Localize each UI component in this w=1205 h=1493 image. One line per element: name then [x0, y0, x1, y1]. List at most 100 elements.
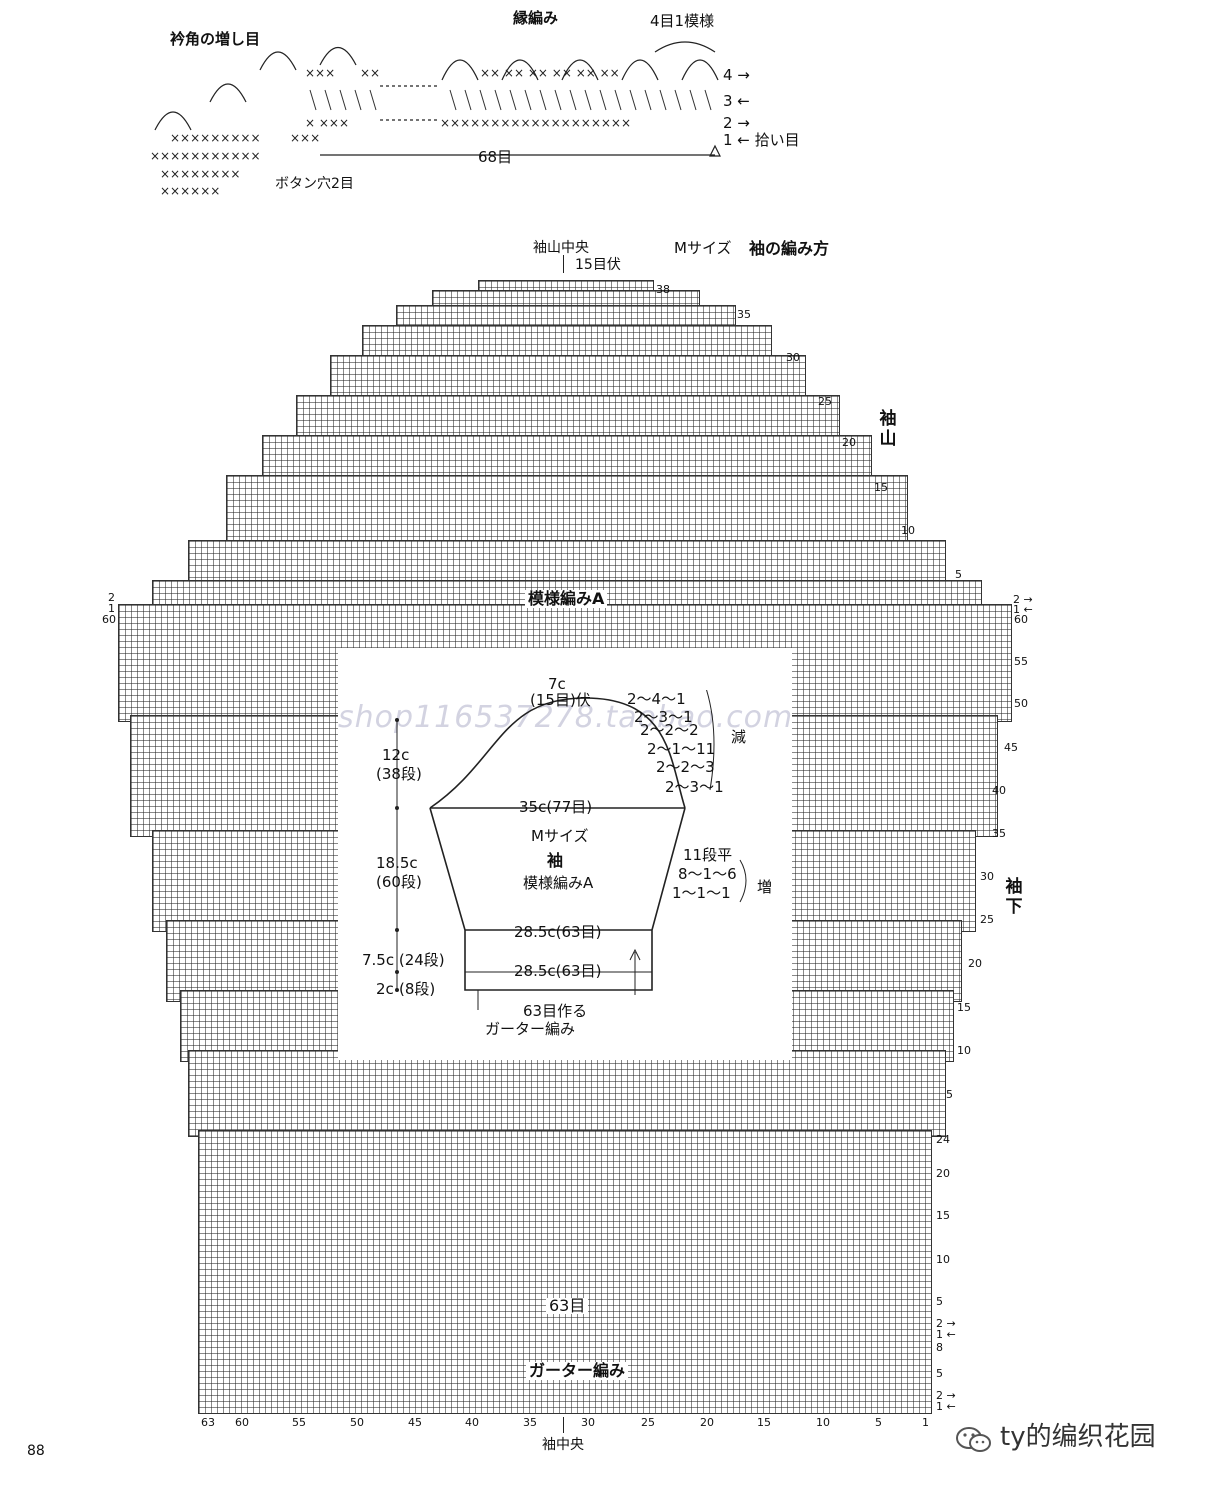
dec-step-6: 2～3～1 — [665, 778, 724, 796]
cuff-row-5: 5 — [936, 1367, 943, 1380]
schematic-top-width: 7c — [548, 675, 566, 693]
inc-step-2: 8～1～6 — [678, 865, 737, 883]
lower-width: 28.5c(63目) — [514, 923, 602, 941]
edge-row-2: 2 → — [723, 114, 750, 132]
dec-step-1: 2～4～1 — [627, 690, 686, 708]
schematic-panel — [338, 648, 792, 1060]
underarm-label: 袖下 — [1005, 877, 1023, 917]
body-row-50: 50 — [1014, 697, 1028, 710]
sleeve-title: 袖の編み方 — [749, 239, 830, 258]
schematic-pattern: 模様編みA — [523, 874, 594, 892]
cuff-width: 28.5c(63目) — [514, 962, 602, 980]
svg-text:×××××××××××××××××××: ××××××××××××××××××× — [440, 116, 631, 130]
svg-text:×× ×× ×× ×× ×× ××: ×× ×× ×× ×× ×× ×× — [480, 66, 620, 80]
cap-row-30: 30 — [786, 351, 800, 364]
lower-row-10: 10 — [936, 1253, 950, 1266]
cuff-rows: (8段) — [399, 980, 436, 998]
left-row-60: 60 — [102, 613, 116, 626]
dec-step-5: 2～2～3 — [656, 758, 715, 776]
left-row-2: 2 — [108, 591, 115, 604]
stitch-25: 25 — [641, 1416, 655, 1429]
center-arrow-top — [563, 255, 564, 273]
stitch-30: 30 — [581, 1416, 595, 1429]
stitch-63: 63 — [201, 1416, 215, 1429]
lower-height: 7.5c (24段) — [362, 951, 445, 969]
lower-row-15: 15 — [936, 1209, 950, 1222]
cast-on-label: 63目作る — [523, 1002, 588, 1020]
stitch-40: 40 — [465, 1416, 479, 1429]
inc-label: 増 — [757, 878, 773, 896]
garter-label: ガーター編み — [526, 1362, 629, 1380]
stitch-35: 35 — [523, 1416, 537, 1429]
stitch-15: 15 — [757, 1416, 771, 1429]
body-height: 18.5c — [376, 854, 418, 872]
repeat-label: 4目1模様 — [650, 12, 715, 30]
cap-row-25: 25 — [818, 395, 832, 408]
schematic-width: 35c(77目) — [519, 798, 593, 816]
edge-row-3: 3 ← — [723, 92, 750, 110]
edge-row-1: 1 ← 拾い目 — [723, 131, 800, 149]
row-arrow-1-cuff: 1 ← — [936, 1400, 956, 1413]
svg-text:××××××: ×××××× — [160, 184, 220, 198]
row-arrow-2: 2 → — [1013, 593, 1033, 606]
body-row-55: 55 — [1014, 655, 1028, 668]
schematic-top-bind: (15目)伏 — [530, 691, 591, 709]
edging-symbol-chart: ××××× ×× ×× ×× ×× ×× ×× × ××× ××××××××××… — [150, 41, 721, 198]
garter-schematic-label: ガーター編み — [485, 1020, 576, 1038]
body-row-30: 30 — [980, 870, 994, 883]
sleeve-schematic-outline — [395, 690, 747, 1010]
svg-text:× ×××: × ××× — [305, 116, 349, 130]
page-number: 88 — [27, 1443, 45, 1459]
pattern-a-label: 模様編みA — [525, 590, 608, 608]
edging-title: 縁編み — [513, 9, 559, 27]
stitch-60: 60 — [235, 1416, 249, 1429]
stitch-10: 10 — [816, 1416, 830, 1429]
stitch-45: 45 — [408, 1416, 422, 1429]
row-arrow-1: 1 ← — [1013, 603, 1033, 616]
svg-text:×××××××××××: ××××××××××× — [150, 149, 261, 163]
cuff-row-8: 8 — [936, 1341, 943, 1354]
collar-increase-title: 衿角の増し目 — [170, 30, 261, 48]
cap-row-35: 35 — [737, 308, 751, 321]
stitch-1: 1 — [922, 1416, 929, 1429]
row-arrow-1-lower: 1 ← — [936, 1328, 956, 1341]
body-row-10: 10 — [957, 1044, 971, 1057]
cap-rows: (38段) — [376, 765, 422, 783]
sleeve-center-label: 袖中央 — [542, 1437, 584, 1453]
body-row-35: 35 — [992, 827, 1006, 840]
sleeve-cap-center-label: 袖山中央 — [533, 240, 589, 256]
schematic-name: 袖 — [547, 851, 564, 870]
lower-row-24: 24 — [936, 1133, 950, 1146]
dec-step-3: 2～2～2 — [640, 721, 699, 739]
body-row-20: 20 — [968, 957, 982, 970]
inc-step-1: 11段平 — [683, 846, 733, 864]
cap-row-20: 20 — [842, 436, 856, 449]
svg-text:××: ×× — [360, 66, 380, 80]
svg-text:×××: ××× — [290, 131, 320, 145]
body-row-60: 60 — [1014, 613, 1028, 626]
lower-row-5: 5 — [936, 1295, 943, 1308]
cast-count-label: 63目 — [546, 1298, 589, 1314]
cap-row-10: 10 — [901, 524, 915, 537]
body-row-5: 5 — [946, 1088, 953, 1101]
svg-text:××××××××: ×××××××× — [160, 167, 240, 181]
edge-row-4: 4 → — [723, 66, 750, 84]
grid-body-bottom — [188, 1050, 946, 1137]
svg-text:×××××××××: ××××××××× — [170, 131, 261, 145]
stitch-20: 20 — [700, 1416, 714, 1429]
edge-stitch-count: 68目 — [478, 148, 513, 166]
dec-step-4: 2～1～11 — [647, 740, 716, 758]
cap-row-38: 38 — [656, 283, 670, 296]
body-row-15: 15 — [957, 1001, 971, 1014]
body-row-25: 25 — [980, 913, 994, 926]
stitch-50: 50 — [350, 1416, 364, 1429]
cuff-height: 2c — [376, 980, 394, 998]
cap-row-15: 15 — [874, 481, 888, 494]
sleeve-cap-bind-off: 15目伏 — [575, 257, 621, 273]
row-arrow-2-cuff: 2 → — [936, 1389, 956, 1402]
row-arrow-2-lower: 2 → — [936, 1317, 956, 1330]
svg-text:×××: ××× — [305, 66, 335, 80]
inc-step-3: 1～1～1 — [672, 884, 731, 902]
size-label: Mサイズ — [674, 239, 732, 257]
center-arrow-bottom — [563, 1417, 564, 1433]
